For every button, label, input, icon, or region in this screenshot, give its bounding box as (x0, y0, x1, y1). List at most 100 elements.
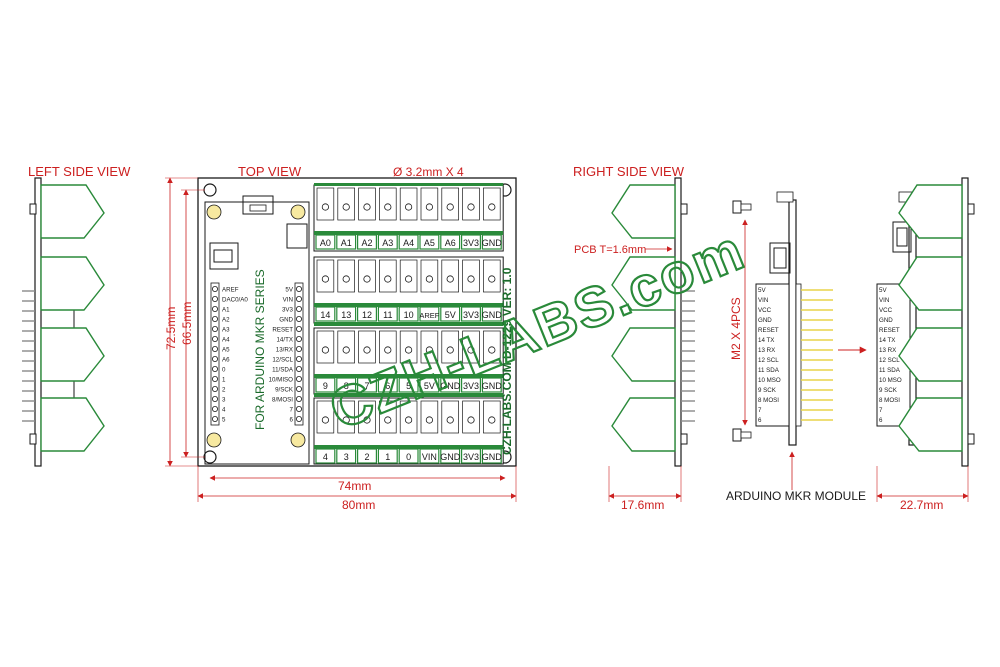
terminal-label: 5 (406, 381, 411, 391)
module-pin-label: 5V (758, 287, 766, 294)
header-pin-label: A6 (222, 357, 230, 364)
terminal-label: GND (482, 381, 503, 391)
header-pin-label: RESET (272, 327, 293, 334)
terminal-screw-icon (363, 346, 371, 354)
terminal-profile (40, 327, 105, 382)
assembled-terminal-profiles (898, 184, 963, 452)
terminal-label: 6 (385, 381, 390, 391)
module-pin-label: GND (879, 317, 893, 324)
terminal-screw-icon (342, 416, 350, 424)
terminal-label: A2 (361, 238, 372, 248)
terminal-profile (40, 397, 105, 452)
terminal-screw-icon (342, 203, 350, 211)
terminal-label: GND (440, 452, 461, 462)
terminal-screw-icon (363, 275, 371, 283)
header-pin-label: 2 (222, 387, 226, 394)
module-header-pins (795, 283, 833, 427)
terminal-label: AREF (419, 311, 439, 320)
terminal-screw-icon (321, 203, 329, 211)
terminal-screw-icon (488, 416, 496, 424)
header-pin-icon (295, 295, 302, 302)
usb-connector-icon (242, 195, 274, 215)
terminal-label: 3V3 (463, 238, 479, 248)
module-pin-label: 6 (758, 417, 762, 424)
terminal-screw-icon (384, 346, 392, 354)
terminal-label: A4 (403, 238, 414, 248)
terminal-profile (611, 256, 676, 311)
module-pin-label: 9 SCK (879, 387, 898, 394)
header-pin-icon (295, 325, 302, 332)
terminal-screw-icon (425, 203, 433, 211)
header-pin-label: A4 (222, 337, 230, 344)
header-pin-icon (211, 365, 218, 372)
terminal-label: GND (482, 452, 503, 462)
right-terminal-profiles (611, 184, 676, 452)
terminal-label: A0 (320, 238, 331, 248)
right-header-pins (681, 290, 695, 422)
header-pin-label: 6 (290, 417, 294, 424)
terminal-screw-icon (321, 416, 329, 424)
header-pin-label: 3 (222, 397, 226, 404)
header-pin-label: 3V3 (282, 307, 294, 314)
module-pin-label: 8 MOSI (879, 397, 900, 404)
module-pin-label: VCC (879, 307, 893, 314)
board-id-text: CZH-LABS.COM D-1229 VER: 1.0 (500, 267, 514, 455)
top-view: TOP VIEW Ø 3.2mm X 4 AREFDAC0/A0A1A2A3A4… (164, 164, 517, 512)
terminal-profile (898, 256, 963, 311)
right-header: 5VVIN3V3GNDRESET14/TX13/RX12/SCL11/SDA10… (269, 282, 304, 426)
terminal-label: GND (482, 310, 503, 320)
left-header-pins (22, 290, 35, 422)
dim-height-inner: 66.5mm (180, 302, 194, 345)
header-pin-icon (211, 305, 218, 312)
module-pin-label: RESET (879, 327, 900, 334)
module-pin-label: 9 SCK (758, 387, 777, 394)
terminal-screw-icon (425, 346, 433, 354)
terminal-label: 14 (320, 310, 330, 320)
header-pin-icon (295, 285, 302, 292)
module-pin-label: VCC (758, 307, 772, 314)
header-pin-icon (211, 285, 218, 292)
terminal-screw-icon (446, 346, 454, 354)
header-pin-label: 0 (222, 367, 226, 374)
header-pin-icon (295, 385, 302, 392)
module-pin-label: 12 SCL (758, 357, 779, 364)
header-pin-icon (211, 335, 218, 342)
left-pcb-edge (34, 177, 42, 467)
mkr-footprint (204, 201, 310, 465)
left-terminal-profiles (40, 184, 105, 452)
header-pin-label: GND (279, 317, 293, 324)
terminal-screw-icon (363, 203, 371, 211)
header-pin-icon (295, 395, 302, 402)
right-side-view: RIGHT SIDE VIEW PCB T=1.6mm 17.6mm (573, 164, 695, 512)
header-pin-icon (211, 325, 218, 332)
header-pin-icon (295, 305, 302, 312)
header-pin-label: 9/SCK (275, 387, 294, 394)
terminal-label: 13 (341, 310, 351, 320)
hole-note: Ø 3.2mm X 4 (393, 165, 464, 179)
module-pin-label: 14 TX (879, 337, 895, 344)
header-pin-label: 8/MOSI (272, 397, 293, 404)
terminal-screw-icon (467, 416, 475, 424)
header-pin-icon (211, 355, 218, 362)
screw-icon (732, 200, 752, 214)
terminal-profile (898, 397, 963, 452)
header-pin-label: 13/RX (276, 347, 293, 354)
dim-width-outer: 80mm (342, 498, 375, 512)
module-pin-label: 7 (879, 407, 883, 414)
terminal-screw-icon (488, 203, 496, 211)
terminal-screw-icon (321, 275, 329, 283)
terminal-label: 9 (323, 381, 328, 391)
header-pin-label: 12/SCL (272, 357, 293, 364)
terminal-label: 3 (344, 452, 349, 462)
header-pin-label: DAC0/A0 (222, 297, 248, 304)
header-pin-icon (295, 355, 302, 362)
jst-connector-icon (209, 242, 239, 270)
module-pin-label: GND (758, 317, 772, 324)
header-pin-label: A2 (222, 317, 230, 324)
terminal-label: 10 (404, 310, 414, 320)
